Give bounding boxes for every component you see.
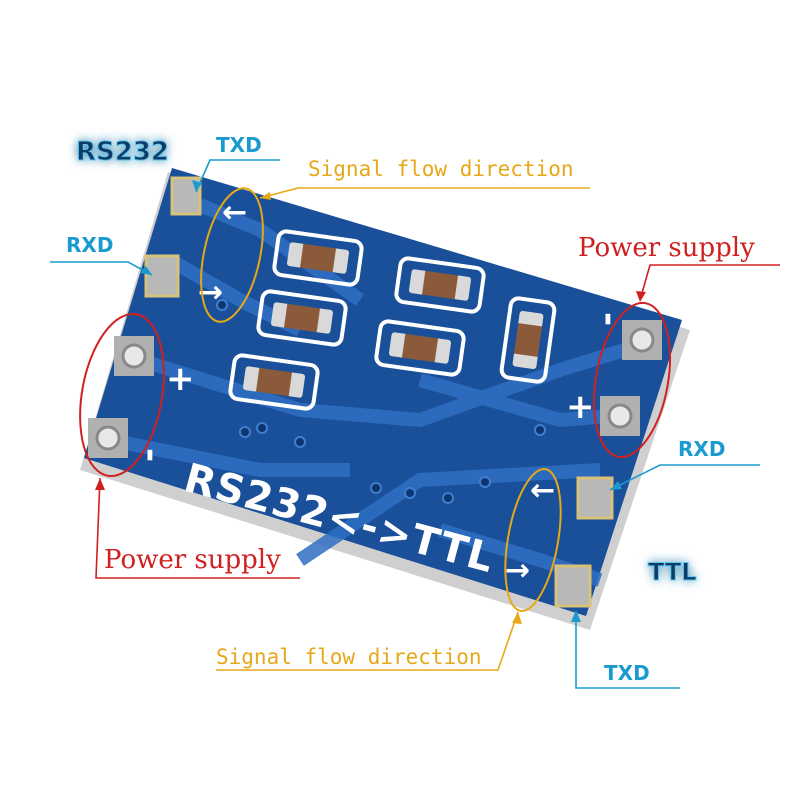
leader-signal-bottom [216, 611, 519, 671]
label-txd-bottom: TXD [604, 661, 650, 685]
arrowhead-power-right [636, 291, 646, 302]
signal-ellipse-bottom [504, 467, 562, 613]
capacitor-c1 [272, 229, 364, 287]
capacitor-c5 [228, 353, 320, 411]
silk-arrow-txd: ← [222, 195, 247, 230]
leader-power-right [639, 264, 780, 301]
silk-plus-left: + [166, 359, 195, 399]
label-signal-flow-bottom: Signal flow direction [216, 645, 482, 669]
arrowhead-txd-bottom [571, 610, 581, 622]
arrowhead-rxd-left [140, 266, 152, 275]
capacitor-c2 [394, 256, 486, 314]
pad-power-right-minus [622, 320, 662, 360]
silk-plus-right: + [566, 387, 595, 427]
ttl-header: TTL [648, 558, 697, 586]
label-rxd-right: RXD [678, 437, 725, 461]
label-rxd-left: RXD [66, 233, 113, 257]
pad-rs232-rxd [144, 254, 180, 298]
label-signal-flow-top: Signal flow direction [308, 157, 574, 181]
leader-rxd-right [609, 464, 760, 491]
power-ellipse-right [593, 301, 671, 459]
leader-rxd-left [50, 261, 153, 276]
pads [88, 176, 662, 608]
pad-power-left-minus [88, 418, 128, 458]
silk-minus-left: - [131, 448, 171, 462]
leader-signal-top [259, 187, 590, 199]
arrowhead-rxd-right [610, 481, 622, 490]
leader-power-left [95, 477, 300, 579]
silk-arrow-ttl-txd: → [505, 553, 530, 588]
power-ellipse-left [79, 312, 165, 478]
arrowheads [95, 180, 646, 624]
silk-arrow-ttl-rxd: ← [530, 473, 555, 508]
signal-ellipse-top [200, 187, 264, 323]
pcb-surface [84, 168, 682, 616]
pad-power-right-plus [600, 396, 640, 436]
pad-power-left-plus [114, 336, 154, 376]
leader-txd-bottom [575, 612, 680, 689]
header-labels: RS232 TTL [76, 137, 698, 587]
label-txd-top: TXD [216, 133, 262, 157]
label-power-supply-right: Power supply [578, 233, 755, 263]
arrowhead-power-left [95, 478, 105, 490]
silk-minus-right: - [589, 312, 629, 326]
pcb-vias [216, 299, 546, 504]
leader-txd-top [195, 159, 280, 193]
capacitor-c3 [256, 289, 348, 347]
annotation-labels: TXD RXD Signal flow direction Power supp… [66, 133, 755, 685]
annotation-ellipses [79, 187, 671, 613]
arrowhead-txd-top [192, 180, 202, 192]
arrowhead-signal-bottom [512, 612, 522, 624]
capacitor-c4 [374, 319, 466, 377]
capacitor-c6 [499, 296, 557, 384]
pad-ttl-txd [554, 564, 592, 608]
pad-ttl-rxd [576, 476, 614, 520]
smd-components [228, 229, 557, 411]
leader-lines [50, 159, 780, 689]
label-power-supply-left: Power supply [104, 545, 281, 575]
rs232-header: RS232 [76, 137, 169, 167]
arrowhead-signal-top [260, 192, 271, 200]
